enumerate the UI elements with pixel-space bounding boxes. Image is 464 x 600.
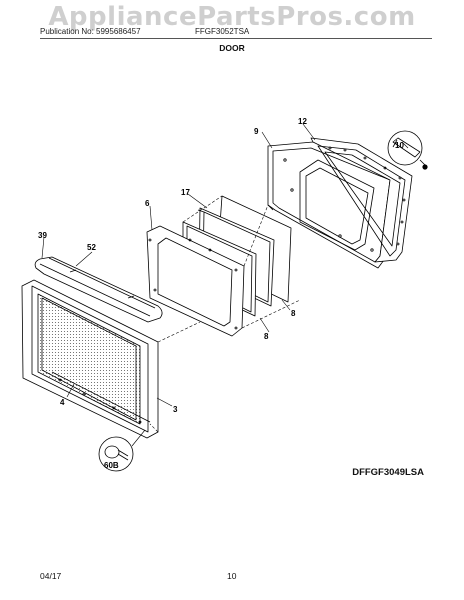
outer-door-panel bbox=[21, 279, 159, 439]
callout-12: 12 bbox=[298, 117, 307, 126]
watermark-text: AppliancePartsPros.com bbox=[48, 2, 416, 32]
footer-date: 04/17 bbox=[40, 571, 62, 581]
callout-9: 9 bbox=[254, 127, 259, 136]
inner-door-panel bbox=[267, 141, 397, 269]
callout-17: 17 bbox=[181, 188, 190, 197]
callout-10: 10 bbox=[395, 141, 404, 150]
callout-8-upper: 8 bbox=[291, 309, 296, 318]
door-liner bbox=[310, 137, 413, 263]
callout-60b: 60B bbox=[104, 461, 119, 470]
callout-6: 6 bbox=[145, 199, 150, 208]
screw-60b bbox=[98, 436, 134, 472]
screw-part bbox=[387, 130, 428, 170]
drawing-code: DFFGF3049LSA bbox=[352, 467, 424, 478]
section-title: DOOR bbox=[219, 43, 245, 53]
callout-39: 39 bbox=[38, 231, 47, 240]
leader-lines bbox=[41, 123, 409, 447]
callout-4: 4 bbox=[60, 398, 65, 407]
model-number: FFGF3052TSA bbox=[195, 27, 250, 36]
door-handle bbox=[34, 256, 163, 323]
header-divider bbox=[40, 38, 432, 39]
callout-8-lower: 8 bbox=[264, 332, 269, 341]
assembly-lines bbox=[149, 195, 301, 433]
glass-frame bbox=[146, 225, 245, 337]
publication-number: Publication No: 5995686457 bbox=[40, 27, 141, 36]
footer-page-number: 10 bbox=[227, 571, 237, 581]
callout-3: 3 bbox=[173, 405, 178, 414]
callout-52: 52 bbox=[87, 243, 96, 252]
